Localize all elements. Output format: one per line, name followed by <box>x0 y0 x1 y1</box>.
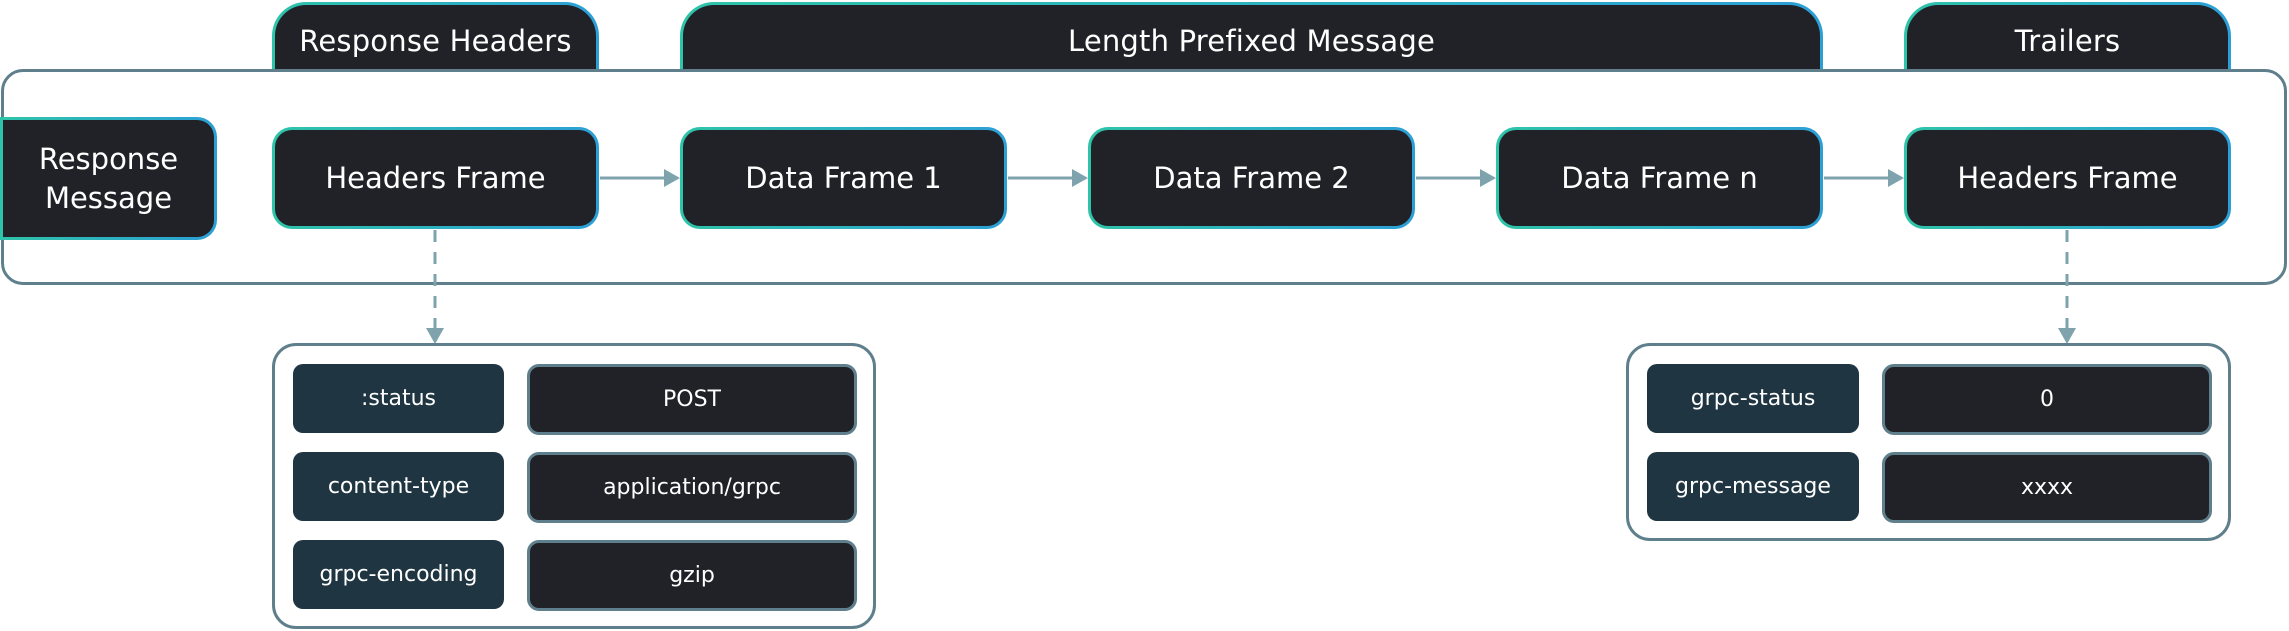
headers-frame-label: Headers Frame <box>275 130 596 226</box>
header-value-content-type: application/grpc <box>527 452 857 523</box>
header-key-grpc-encoding: grpc-encoding <box>293 540 504 609</box>
header-key-status: :status <box>293 364 504 433</box>
data-frame-n-label: Data Frame n <box>1499 130 1820 226</box>
header-value-grpc-encoding: gzip <box>527 540 857 611</box>
tab-response-headers-label: Response Headers <box>275 5 596 72</box>
data-frame-1-label: Data Frame 1 <box>683 130 1004 226</box>
response-message-label: Response Message <box>3 120 214 237</box>
trailer-key-grpc-status: grpc-status <box>1647 364 1859 433</box>
trailers-headers-frame: Headers Frame <box>1904 127 2231 229</box>
tab-trailers: Trailers <box>1904 2 2231 72</box>
tab-length-prefixed-message-label: Length Prefixed Message <box>683 5 1820 72</box>
headers-frame: Headers Frame <box>272 127 599 229</box>
tab-trailers-label: Trailers <box>1907 5 2228 72</box>
arrow-head-icon <box>664 169 680 187</box>
data-frame-1: Data Frame 1 <box>680 127 1007 229</box>
trailers-detail: grpc-status 0 grpc-message xxxx <box>1626 343 2231 541</box>
data-frame-2-label: Data Frame 2 <box>1091 130 1412 226</box>
arrow-down-icon <box>2058 328 2076 344</box>
data-frame-2: Data Frame 2 <box>1088 127 1415 229</box>
tab-response-headers: Response Headers <box>272 2 599 72</box>
header-value-status: POST <box>527 364 857 435</box>
header-key-content-type: content-type <box>293 452 504 521</box>
trailer-value-grpc-status: 0 <box>1882 364 2212 435</box>
tab-length-prefixed-message: Length Prefixed Message <box>680 2 1823 72</box>
data-frame-n: Data Frame n <box>1496 127 1823 229</box>
response-message-box: Response Message <box>0 117 217 240</box>
response-headers-detail: :status POST content-type application/gr… <box>272 343 876 629</box>
arrow-down-icon <box>426 328 444 344</box>
trailer-key-grpc-message: grpc-message <box>1647 452 1859 521</box>
trailer-value-grpc-message: xxxx <box>1882 452 2212 523</box>
trailers-headers-frame-label: Headers Frame <box>1907 130 2228 226</box>
